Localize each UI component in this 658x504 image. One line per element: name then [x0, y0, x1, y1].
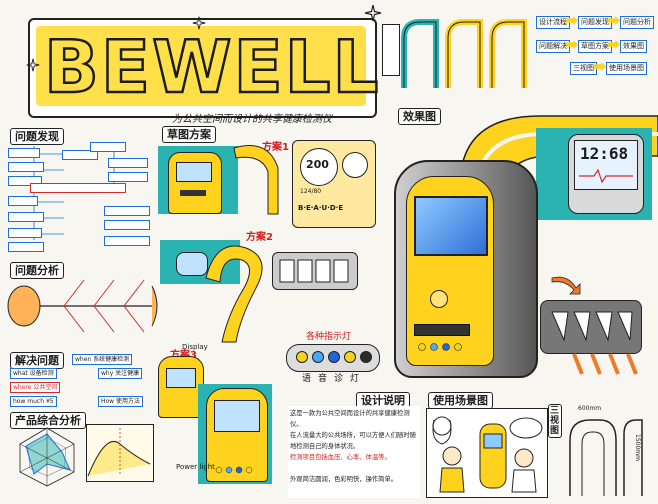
indicator-lights [215, 466, 253, 474]
title-yellow-block [36, 26, 366, 106]
gauge-dial-small [342, 152, 368, 178]
ribbon-sketch [233, 145, 279, 215]
power-button [430, 290, 448, 308]
section-problem-discovery: 问题发现 [10, 128, 64, 145]
design-note-line: 外观简洁圆润，色彩明快，操作简单。 [290, 476, 398, 483]
arrow-icon [551, 276, 581, 295]
title-subtitle: 为公共空间而设计的共享健康检测仪 [172, 114, 332, 125]
kiosk-screen [214, 400, 260, 432]
section-sketch-plan: 草图方案 [162, 126, 216, 143]
section-problem-solving: 解决问题 [10, 352, 64, 369]
mindmap-node [104, 236, 150, 246]
radar-chart [19, 427, 75, 487]
mindmap-node [8, 228, 42, 238]
dimension-width: 600mm [578, 405, 602, 412]
indicator-label: 诊 [334, 374, 344, 384]
kiosk-slot [180, 190, 206, 196]
mindmap-node [8, 176, 42, 186]
gauge-reading: 200 [306, 158, 329, 171]
mindmap-node [8, 196, 38, 206]
main-kiosk-screen [414, 196, 488, 256]
kiosk-screen [166, 368, 196, 388]
solve-item: where 公共空间 [10, 382, 61, 393]
design-note-line: 这是一款为公共空间而设计的共享健康检测仪。 [290, 410, 410, 428]
arrow-icon [572, 353, 638, 375]
kiosk-screen [176, 252, 208, 276]
indicator-dots [296, 351, 372, 363]
side-profile-sketches [401, 19, 527, 88]
indicator-label: 语 [302, 374, 312, 384]
design-note-line: 检测项目包括血压、心率、体温等。 [290, 454, 391, 461]
flow-step: 使用场景图 [606, 62, 647, 75]
mindmap-node [108, 172, 148, 182]
design-notes-box [288, 406, 420, 498]
section-usage-scene: 使用场景图 [428, 392, 493, 409]
sparkle-icon [26, 58, 40, 72]
mindmap-node-highlight [30, 183, 126, 193]
mindmap-node [8, 148, 40, 158]
sparkle-icon [192, 16, 206, 30]
indicator-label: 音 [318, 374, 328, 384]
arrow-right-icon [608, 40, 620, 49]
main-kiosk-slot [414, 324, 470, 336]
section-renderings: 效果图 [398, 108, 441, 125]
blood-pressure-reading: 124/80 [300, 188, 322, 195]
curve-chart [87, 428, 151, 477]
dimension-height: 1500mm [634, 434, 641, 461]
flow-step: 问题发现 [578, 16, 612, 29]
flow-step: 效果图 [620, 40, 647, 53]
indicator-label: 灯 [350, 374, 360, 384]
heartbeat-icon [579, 168, 633, 184]
arrow-right-icon [566, 16, 578, 25]
detail-grille-slots [551, 311, 633, 342]
mindmap-node [104, 220, 150, 230]
design-note-line: 在人流量大的公共场所，可以方便人们随时随地检测自己的身体状况。 [290, 432, 416, 450]
section-problem-analysis: 问题分析 [10, 262, 64, 279]
solve-item: why 关注健康 [98, 368, 143, 379]
solve-item: How 使用方法 [98, 396, 143, 407]
indicator-title: 各种指示灯 [306, 332, 352, 342]
mindmap-node [8, 242, 44, 252]
flow-step: 问题解决 [536, 40, 570, 53]
arrow-right-icon [566, 40, 578, 49]
power-annotation: Power light [176, 463, 215, 471]
panel-brand: B·E·A·U·D·E [298, 204, 344, 212]
section-product-analysis: 产品综合分析 [10, 412, 86, 429]
gauge-dial [300, 148, 338, 186]
flow-step: 三视图 [570, 62, 597, 75]
mindmap-node [108, 158, 148, 168]
mindmap-node [90, 142, 126, 152]
arrow-right-icon [608, 16, 620, 25]
solve-item: when 系统健康检测 [72, 354, 133, 365]
arrow-right-icon [594, 62, 606, 71]
loop-ribbon-sketch [205, 245, 263, 343]
three-view-drawing [569, 419, 643, 496]
mindmap-node [62, 150, 98, 160]
app-title: BEWELL [43, 25, 381, 109]
flow-step: 设计流程 [536, 16, 570, 29]
main-kiosk-lights [418, 343, 462, 351]
display-annotation: Display [182, 343, 208, 351]
fishbone-diagram [7, 279, 158, 333]
section-three-views: 三视图 [548, 404, 562, 438]
flow-step: 问题分析 [620, 16, 654, 29]
button-bar-keys [279, 259, 349, 283]
solve-item: what 设备检测 [10, 368, 57, 379]
plan-label: 方案3 [170, 346, 197, 361]
kiosk-screen [176, 162, 212, 182]
flow-step: 草图方案 [578, 40, 612, 53]
clock-screen [574, 140, 638, 190]
mini-label [382, 24, 400, 76]
clock-time: 12:68 [580, 144, 629, 163]
plan-label: 方案1 [262, 142, 289, 153]
mindmap-node [8, 212, 44, 222]
mindmap-node [8, 162, 44, 172]
plan-label: 方案2 [246, 232, 273, 243]
usage-scene-people [432, 416, 543, 493]
solve-item: how much ¥5 [10, 396, 57, 407]
mindmap-node [104, 206, 150, 216]
sparkle-icon [364, 4, 382, 22]
